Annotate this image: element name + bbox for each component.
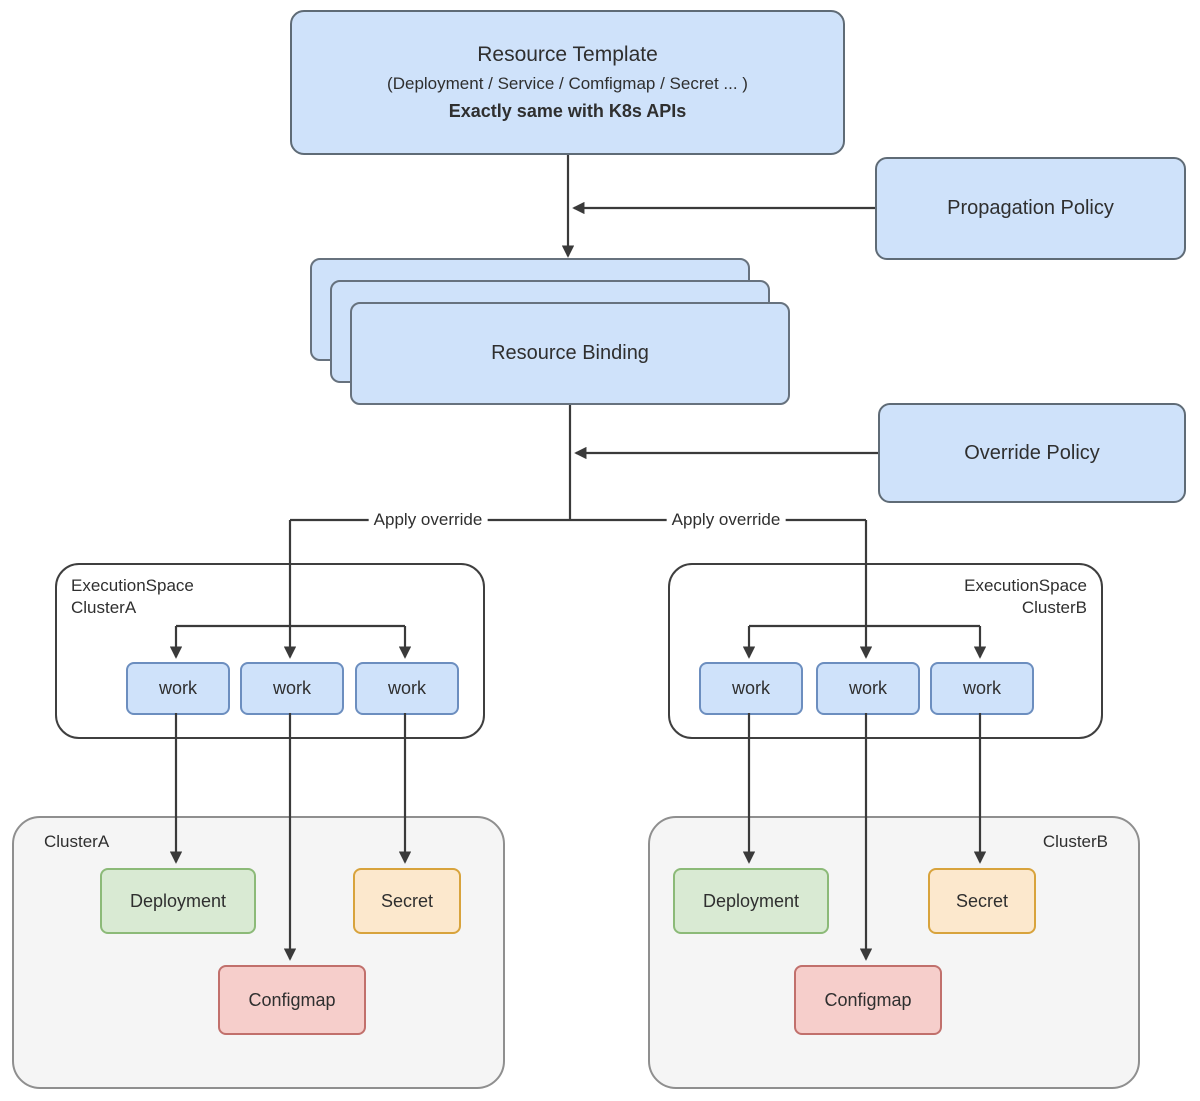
execution-space-b-title: ExecutionSpace — [964, 576, 1087, 595]
cluster-b-container: ClusterB Deployment Secret Configmap — [648, 816, 1140, 1089]
override-policy-label: Override Policy — [964, 441, 1100, 464]
work-node-a3: work — [355, 662, 459, 715]
work-node-b2: work — [816, 662, 920, 715]
secret-node-b: Secret — [928, 868, 1036, 934]
resource-template-title: Resource Template — [477, 43, 658, 66]
configmap-node-a: Configmap — [218, 965, 366, 1035]
override-policy-node: Override Policy — [878, 403, 1186, 503]
work-node-a2: work — [240, 662, 344, 715]
propagation-policy-label: Propagation Policy — [947, 197, 1114, 219]
configmap-node-b: Configmap — [794, 965, 942, 1035]
secret-node-a: Secret — [353, 868, 461, 934]
work-node-a1: work — [126, 662, 230, 715]
deployment-node-a: Deployment — [100, 868, 256, 934]
execution-space-a-label: ExecutionSpace ClusterA — [71, 575, 194, 619]
execution-space-cluster-b: ExecutionSpace ClusterB work work work — [668, 563, 1103, 739]
work-node-b1: work — [699, 662, 803, 715]
deployment-node-b: Deployment — [673, 868, 829, 934]
apply-override-label-right: Apply override — [666, 509, 786, 531]
execution-space-b-cluster: ClusterB — [1021, 598, 1087, 618]
work-node-b3: work — [930, 662, 1034, 715]
cluster-a-container: ClusterA Deployment Secret Configmap — [12, 816, 505, 1089]
execution-space-a-cluster: ClusterA — [71, 598, 137, 618]
execution-space-b-label: ExecutionSpace ClusterB — [964, 575, 1087, 619]
resource-template-note: Exactly same with K8s APIs — [448, 101, 687, 121]
propagation-policy-node: Propagation Policy — [875, 157, 1186, 260]
execution-space-cluster-a: ExecutionSpace ClusterA work work work — [55, 563, 485, 739]
resource-template-subtitle: (Deployment / Service / Comfigmap / Secr… — [387, 74, 748, 93]
cluster-b-label: ClusterB — [1042, 832, 1108, 851]
resource-binding-node: Resource Binding — [350, 302, 790, 405]
resource-binding-label: Resource Binding — [491, 342, 649, 364]
resource-template-node: Resource Template (Deployment / Service … — [290, 10, 845, 155]
cluster-a-label: ClusterA — [44, 832, 110, 851]
apply-override-label-left: Apply override — [368, 509, 488, 531]
execution-space-a-title: ExecutionSpace — [71, 576, 194, 595]
